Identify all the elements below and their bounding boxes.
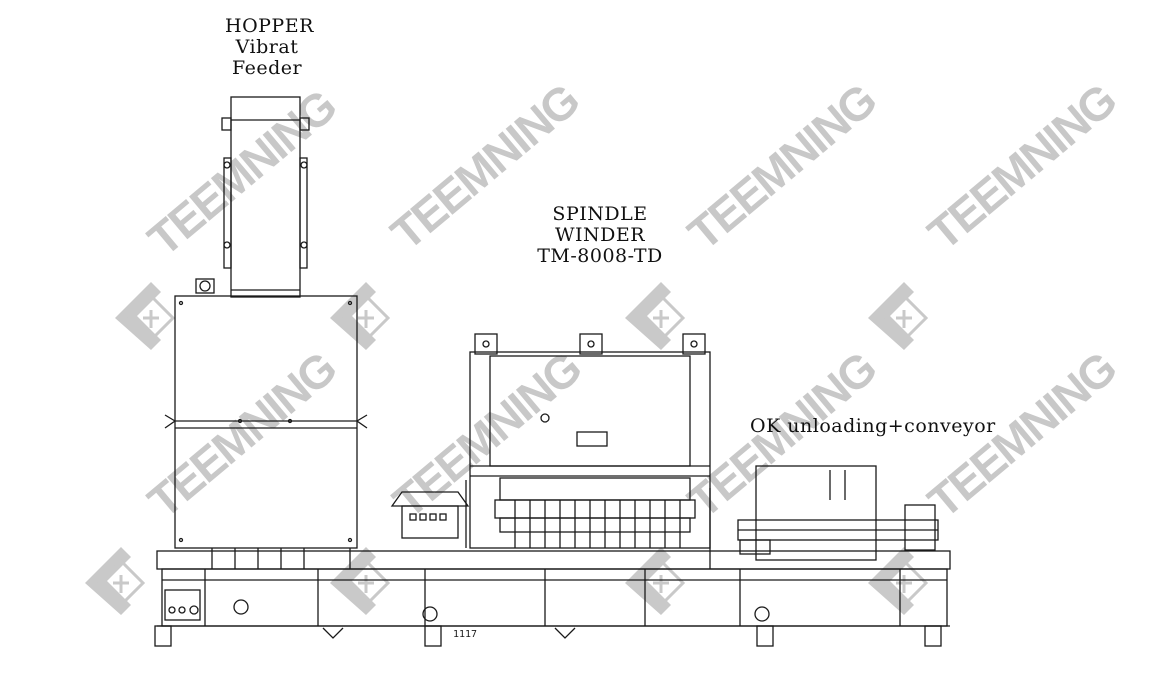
hopper-label: HOPPER Vibrat Feeder xyxy=(225,15,314,79)
watermark-text: TEEMNING xyxy=(138,80,345,266)
watermark-logo xyxy=(868,547,929,615)
base-frame xyxy=(154,548,951,647)
winder-label-line1: SPINDLE xyxy=(552,203,648,225)
watermark-logo xyxy=(115,282,176,350)
watermark-text: TEEMNING xyxy=(918,74,1125,260)
winder-label-line2: WINDER xyxy=(554,224,646,246)
hopper-label-line3: Feeder xyxy=(231,57,303,79)
left-cabinet xyxy=(164,295,368,549)
spindle-winder-frame xyxy=(469,333,711,549)
hopper-label-line1: HOPPER xyxy=(225,15,314,37)
conveyor-unit xyxy=(709,465,939,569)
watermark-logo xyxy=(625,547,686,615)
winder-label-line3: TM-8008-TD xyxy=(537,245,663,267)
winder-label: SPINDLE WINDER TM-8008-TD xyxy=(530,204,670,267)
wire-feeder-box xyxy=(390,480,470,548)
watermark-logo xyxy=(330,547,391,615)
watermark-logo xyxy=(625,282,686,350)
watermark-text: TEEMNING xyxy=(678,74,885,260)
conveyor-label: OK unloading+conveyor xyxy=(750,415,996,437)
machine-line-art xyxy=(154,96,951,647)
watermark-logo xyxy=(868,282,929,350)
hopper-label-line2: Vibrat xyxy=(235,36,299,58)
base-mark-text: 1117 xyxy=(453,629,477,640)
watermark-logo xyxy=(330,282,391,350)
hopper-feeder-unit xyxy=(195,96,310,298)
watermark-logo xyxy=(85,547,146,615)
watermark-text: TEEMNING xyxy=(138,342,345,528)
